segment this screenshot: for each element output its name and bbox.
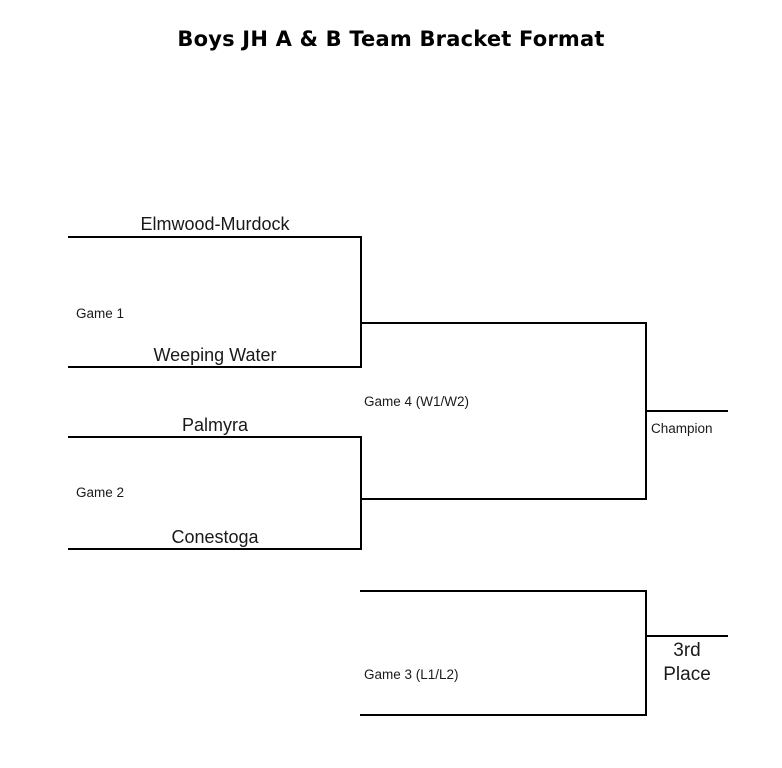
game1-bottom-line [68, 366, 362, 368]
third-place-label-line1: 3rd [673, 640, 701, 661]
game1-label: Game 1 [76, 306, 125, 321]
game1-top-line [68, 236, 362, 238]
champion-line [645, 410, 728, 412]
game4-top-line [360, 322, 647, 324]
team-conestoga: Conestoga [171, 527, 259, 547]
game2-bottom-line [68, 548, 362, 550]
third-place-label-line2: Place [663, 664, 711, 685]
game2-label: Game 2 [76, 485, 125, 500]
game4-bottom-line [360, 498, 647, 500]
game3-top-line [360, 590, 647, 592]
game2-right-connector [360, 436, 362, 550]
game4-label: Game 4 (W1/W2) [364, 394, 470, 409]
page-title: Boys JH A & B Team Bracket Format [177, 27, 605, 51]
game2-top-line [68, 436, 362, 438]
third-place-label: 3rd Place [645, 639, 729, 687]
game3-label: Game 3 (L1/L2) [364, 667, 459, 682]
team-weeping-water: Weeping Water [153, 345, 277, 365]
team-elmwood-murdock: Elmwood-Murdock [140, 214, 290, 234]
game1-right-connector [360, 236, 362, 368]
champion-label: Champion [651, 421, 713, 436]
team-palmyra: Palmyra [181, 415, 248, 435]
game3-right-connector [645, 590, 647, 716]
game3-bottom-line [360, 714, 647, 716]
third-place-line [645, 635, 728, 637]
